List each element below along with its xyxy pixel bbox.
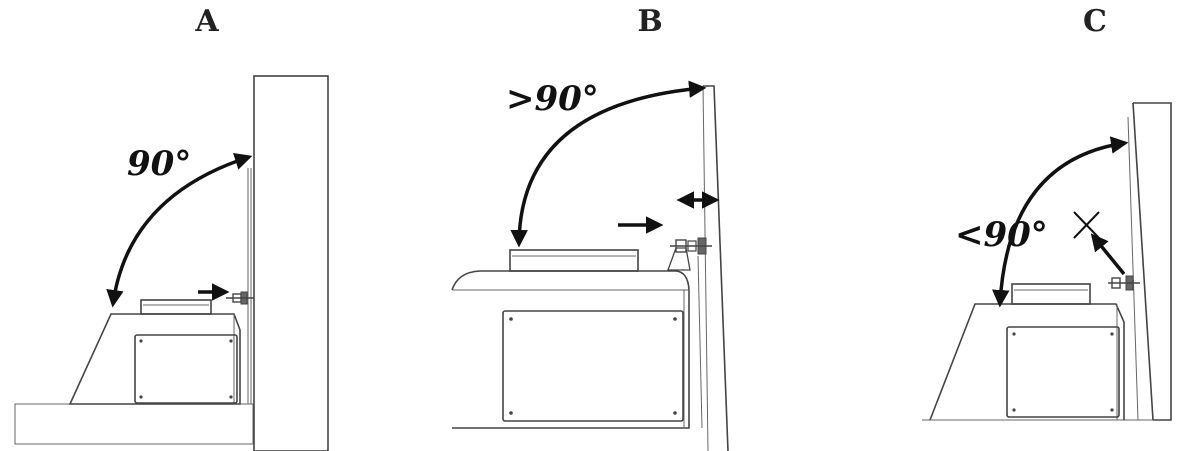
panel-c-device-body <box>930 304 1124 420</box>
panel-a: A 90° <box>15 4 328 451</box>
panel-a-front-panel <box>135 335 237 403</box>
panel-b-letter: B <box>637 4 662 39</box>
panel-b-device-lid <box>510 250 638 271</box>
panel-b: B >90° <box>452 4 728 451</box>
panel-a-angle-label: 90° <box>127 144 191 184</box>
panel-c-front-panel <box>1007 327 1119 417</box>
panel-c-wall <box>1133 103 1171 420</box>
panel-b-angle-label: >90° <box>506 79 599 119</box>
panel-c-angle-label: <90° <box>955 215 1048 255</box>
panel-a-letter: A <box>194 4 219 39</box>
panel-b-device-body <box>452 271 689 428</box>
panel-a-floor <box>15 404 253 444</box>
panel-c-letter: C <box>1083 4 1107 39</box>
panel-a-fastener <box>226 292 254 304</box>
x-mark-icon <box>1074 212 1099 238</box>
panel-a-wall <box>254 76 328 451</box>
panel-a-device-lid <box>141 300 211 314</box>
panel-c-fastener <box>1108 276 1140 290</box>
panel-a-device-body <box>70 314 240 404</box>
panel-c-device-lid <box>1012 284 1090 304</box>
panel-b-front-panel <box>503 311 683 421</box>
panel-c-pointer-arrow <box>1093 236 1124 274</box>
panel-c: C <90° <box>922 4 1171 420</box>
